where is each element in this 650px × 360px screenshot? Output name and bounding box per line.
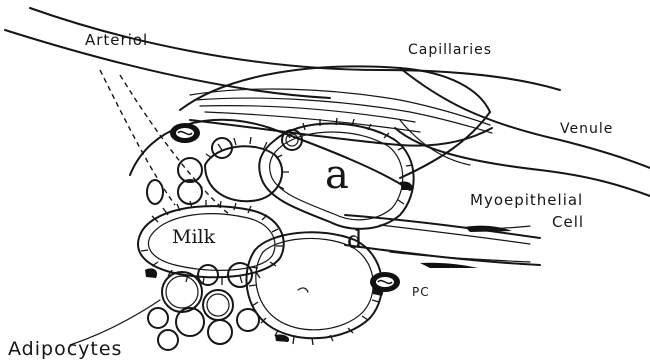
label-venule: Venule (560, 121, 613, 137)
plasma-cell-upper (170, 123, 200, 143)
plasma-cell-pc (370, 272, 400, 292)
label-d: d (347, 226, 362, 254)
label-cell: Cell (552, 213, 584, 231)
capillaries-bundle (180, 66, 492, 145)
label-myoepithelial: Myoepithelial (470, 191, 583, 209)
label-capillaries: Capillaries (408, 42, 492, 58)
upper-small-alveolus (205, 130, 302, 201)
label-adipocytes: Adipocytes (8, 338, 122, 360)
lower-alveolus (246, 232, 383, 345)
label-milk: Milk (172, 226, 216, 248)
label-a: a (325, 152, 349, 198)
label-arteriol: Arteriol (85, 31, 148, 49)
label-pc: PC (412, 285, 430, 299)
